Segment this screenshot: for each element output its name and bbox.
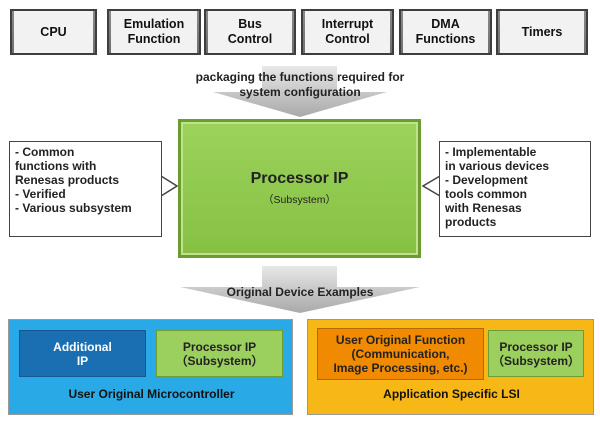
- examples-arrow: [180, 266, 420, 313]
- microcontroller-panel: Additional IP Processor IP （Subsystem） U…: [8, 319, 293, 415]
- function-emulation: Emulation Function: [107, 9, 201, 55]
- processor-ip-core: Processor IP （Subsystem）: [178, 119, 421, 258]
- function-bus-control: Bus Control: [204, 9, 296, 55]
- additional-ip-box: Additional IP: [19, 330, 146, 377]
- right-callout: - Implementable in various devices - Dev…: [439, 141, 591, 237]
- lsi-panel: User Original Function (Communication, I…: [307, 319, 594, 415]
- function-label: Bus Control: [208, 11, 292, 53]
- lsi-processor-ip-box: Processor IP （Subsystem）: [488, 330, 584, 377]
- user-function-box: User Original Function (Communication, I…: [317, 328, 484, 380]
- packaging-caption: packaging the functions required for sys…: [195, 70, 405, 99]
- lsi-label: Application Specific LSI: [383, 387, 520, 401]
- packaging-arrow: [213, 66, 387, 117]
- function-cpu: CPU: [10, 9, 97, 55]
- left-callout: - Common functions with Renesas products…: [9, 141, 162, 237]
- function-dma: DMA Functions: [399, 9, 492, 55]
- examples-caption: Original Device Examples: [226, 285, 374, 299]
- function-label: CPU: [14, 11, 93, 53]
- function-timers: Timers: [496, 9, 588, 55]
- core-title: Processor IP: [250, 170, 349, 187]
- microcontroller-label: User Original Microcontroller: [68, 387, 235, 401]
- micro-processor-ip-box: Processor IP （Subsystem）: [156, 330, 283, 377]
- function-label: Timers: [500, 11, 584, 53]
- function-interrupt-control: Interrupt Control: [301, 9, 394, 55]
- function-label: Emulation Function: [111, 11, 197, 53]
- function-label: Interrupt Control: [305, 11, 390, 53]
- core-subtitle: （Subsystem）: [263, 194, 336, 206]
- right-callout-pointer: [421, 174, 441, 198]
- left-callout-pointer: [160, 174, 179, 198]
- function-label: DMA Functions: [403, 11, 488, 53]
